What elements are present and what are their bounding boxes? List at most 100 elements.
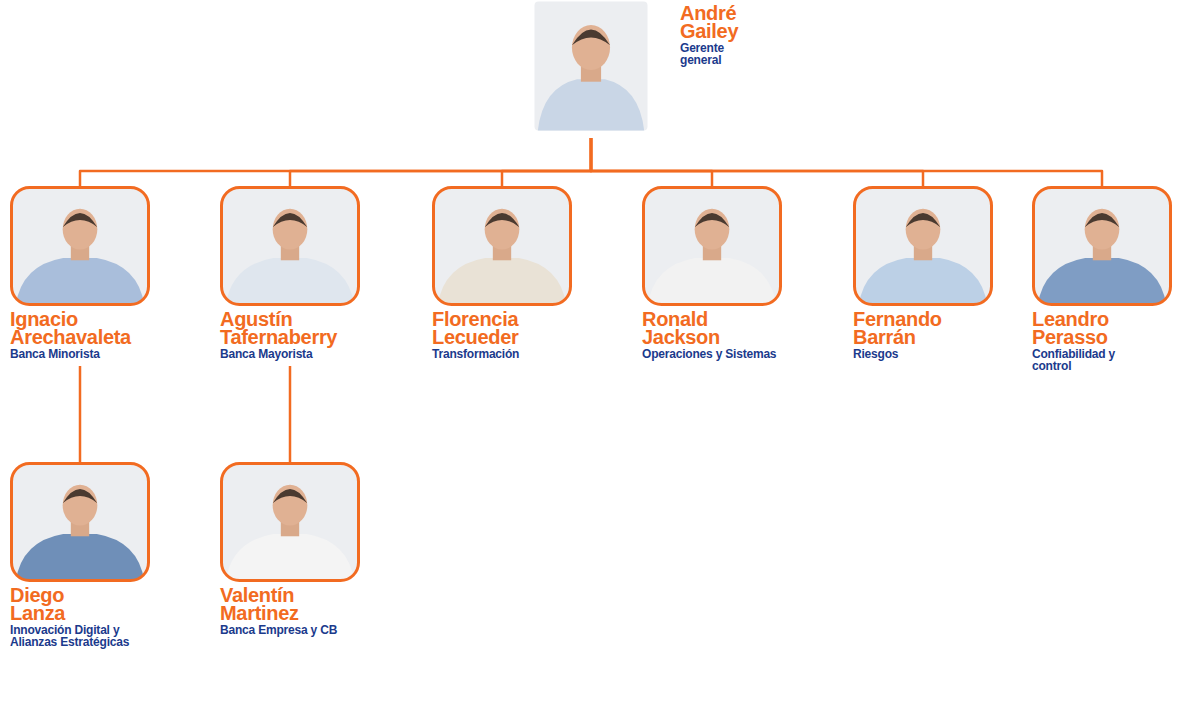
- portrait: [434, 188, 571, 305]
- head-shape: [63, 485, 98, 526]
- person-name: Fernando Barrán: [853, 310, 942, 346]
- org-connector: [591, 138, 712, 187]
- portrait-photo: [432, 186, 572, 306]
- portrait: [644, 188, 781, 305]
- portrait-photo: [10, 462, 150, 582]
- hair-shape: [572, 30, 610, 46]
- job-title: Innovación Digital y Alianzas Estratégic…: [10, 624, 160, 648]
- portrait: [12, 188, 149, 305]
- photo-ground: [434, 188, 571, 305]
- photo-ground: [222, 464, 359, 581]
- head-shape: [695, 209, 730, 250]
- photo-ground: [644, 188, 781, 305]
- person-name: André Gailey: [680, 4, 738, 40]
- photo-ground: [1034, 188, 1171, 305]
- portrait-photo: [642, 186, 782, 306]
- org-connector: [289, 366, 292, 463]
- job-title: Confiabilidad y control: [1032, 348, 1132, 372]
- person-card: Diego LanzaInnovación Digital y Alianzas…: [10, 462, 160, 654]
- photo-frame: [222, 188, 359, 305]
- job-title: Banca Empresa y CB: [220, 624, 360, 636]
- hair-shape: [906, 213, 941, 227]
- org-connector: [591, 138, 1102, 187]
- shirt-shape: [538, 79, 645, 130]
- shirt-shape: [16, 534, 145, 581]
- portrait-photo: [533, 0, 649, 132]
- head-shape: [906, 209, 941, 250]
- photo-ground: [855, 188, 992, 305]
- photo-frame: [12, 188, 149, 305]
- job-title: Gerente general: [680, 42, 724, 66]
- photo-frame: [1034, 188, 1171, 305]
- org-connector: [79, 366, 82, 463]
- portrait-photo: [853, 186, 993, 306]
- photo-frame: [12, 464, 149, 581]
- job-title: Banca Minorista: [10, 348, 150, 360]
- portrait: [222, 188, 359, 305]
- head-shape: [485, 209, 520, 250]
- shirt-shape: [648, 258, 777, 305]
- person-card: Ignacio ArechavaletaBanca Minorista: [10, 186, 150, 366]
- caption-block: Ronald JacksonOperaciones y Sistemas: [642, 310, 782, 360]
- shirt-shape: [1038, 258, 1167, 305]
- photo-ground: [12, 464, 149, 581]
- person-name: Diego Lanza: [10, 586, 65, 622]
- shirt-shape: [859, 258, 988, 305]
- person-card: Ronald JacksonOperaciones y Sistemas: [642, 186, 782, 366]
- head-shape: [1085, 209, 1120, 250]
- portrait: [12, 464, 149, 581]
- photo-frame: [434, 188, 571, 305]
- person-name: Florencia Lecueder: [432, 310, 519, 346]
- head-shape: [572, 25, 610, 70]
- photo-frame: [644, 188, 781, 305]
- portrait-photo: [10, 186, 150, 306]
- portrait: [535, 2, 648, 131]
- person-name: Agustín Tafernaberry: [220, 310, 337, 346]
- job-title: Banca Mayorista: [220, 348, 360, 360]
- head-shape: [273, 485, 308, 526]
- org-connector: [591, 138, 923, 187]
- shirt-shape: [16, 258, 145, 305]
- caption-block: Valentín MartinezBanca Empresa y CB: [220, 586, 360, 636]
- head-shape: [273, 209, 308, 250]
- person-name: Ronald Jackson: [642, 310, 720, 346]
- person-name: Valentín Martinez: [220, 586, 299, 622]
- photo-ground: [222, 188, 359, 305]
- person-card: André GaileyGerente general: [533, 0, 738, 138]
- job-title: Riesgos: [853, 348, 993, 360]
- shirt-shape: [226, 534, 355, 581]
- caption-block: Agustín TafernaberryBanca Mayorista: [220, 310, 360, 360]
- hair-shape: [1085, 213, 1120, 227]
- caption-block: Leandro PerassoConfiabilidad y control: [1032, 310, 1172, 372]
- portrait: [222, 464, 359, 581]
- job-title: Operaciones y Sistemas: [642, 348, 782, 360]
- head-shape: [63, 209, 98, 250]
- org-connector: [502, 138, 591, 187]
- hair-shape: [485, 213, 520, 227]
- portrait-photo: [220, 186, 360, 306]
- caption-block: Fernando BarránRiesgos: [853, 310, 993, 360]
- person-name: Ignacio Arechavaleta: [10, 310, 131, 346]
- portrait: [855, 188, 992, 305]
- shirt-shape: [438, 258, 567, 305]
- caption-block: André GaileyGerente general: [680, 4, 738, 66]
- portrait: [1034, 188, 1171, 305]
- org-connector: [290, 138, 591, 187]
- photo-frame: [222, 464, 359, 581]
- shirt-shape: [226, 258, 355, 305]
- person-card: Fernando BarránRiesgos: [853, 186, 993, 366]
- hair-shape: [63, 489, 98, 503]
- person-card: Agustín TafernaberryBanca Mayorista: [220, 186, 360, 366]
- org-connector: [80, 138, 591, 187]
- portrait-photo: [1032, 186, 1172, 306]
- photo-ground: [535, 2, 648, 131]
- hair-shape: [63, 213, 98, 227]
- caption-block: Diego LanzaInnovación Digital y Alianzas…: [10, 586, 160, 648]
- portrait-photo: [220, 462, 360, 582]
- hair-shape: [695, 213, 730, 227]
- person-card: Leandro PerassoConfiabilidad y control: [1032, 186, 1172, 378]
- caption-block: Ignacio ArechavaletaBanca Minorista: [10, 310, 150, 360]
- person-card: Florencia LecuederTransformación: [432, 186, 572, 366]
- photo-frame: [855, 188, 992, 305]
